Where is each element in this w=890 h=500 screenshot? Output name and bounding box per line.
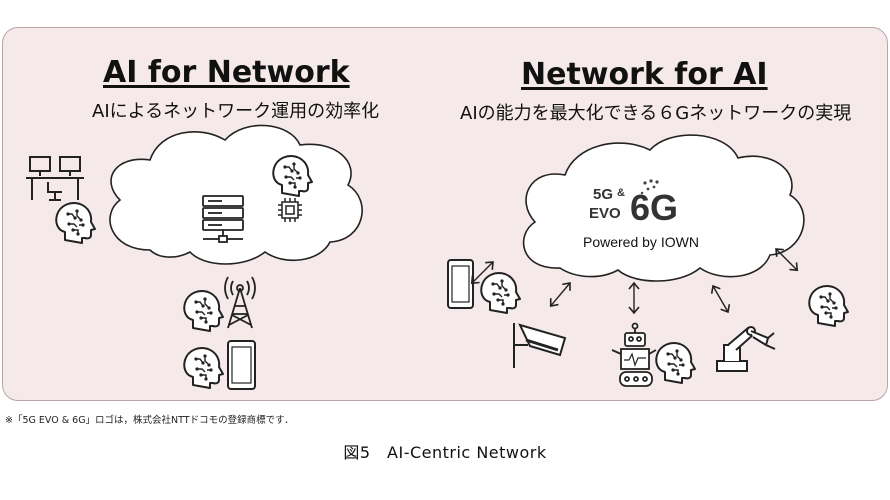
double-arrow-icon: [546, 278, 575, 310]
double-arrow-icon: [628, 282, 640, 314]
figure-caption: 図5 AI-Centric Network: [343, 443, 547, 462]
logo-amp: &: [617, 187, 625, 199]
right-title: Network for AI: [521, 57, 768, 92]
footnote: ※「5G EVO & 6G」ロゴは，株式会社NTTドコモの登録商標です．: [5, 415, 294, 426]
robot-arm-icon: [716, 326, 776, 372]
left-cloud: [109, 124, 363, 265]
ai-head-icon: [808, 285, 849, 327]
desk-icon: [26, 156, 84, 201]
right-cloud: [522, 134, 805, 282]
server-icon: [202, 195, 244, 243]
left-subtitle: AIによるネットワーク運用の効率化: [92, 101, 380, 122]
double-arrow-icon: [707, 282, 734, 316]
logo-5g: 5G: [593, 186, 613, 203]
logo-6g-dots: [640, 179, 659, 195]
logo-evo: EVO: [589, 205, 621, 222]
ai-head-icon: [183, 290, 224, 332]
ai-head-icon: [183, 347, 224, 389]
smartphone-icon: [227, 340, 256, 390]
chip-icon: [278, 198, 302, 222]
ai-head-icon: [480, 272, 521, 314]
left-title: AI for Network: [103, 55, 350, 90]
logo-6g: 6G: [630, 187, 678, 228]
cctv-camera-icon: [513, 323, 567, 368]
right-subtitle: AIの能力を最大化できる６Gネットワークの実現: [460, 103, 852, 124]
ai-head-icon: [55, 202, 96, 244]
smartphone-icon: [447, 259, 474, 309]
antenna-tower-icon: [224, 276, 256, 329]
logo-powered-by: Powered by IOWN: [583, 234, 699, 250]
ai-head-icon: [655, 342, 696, 384]
robot-icon: [611, 322, 657, 387]
